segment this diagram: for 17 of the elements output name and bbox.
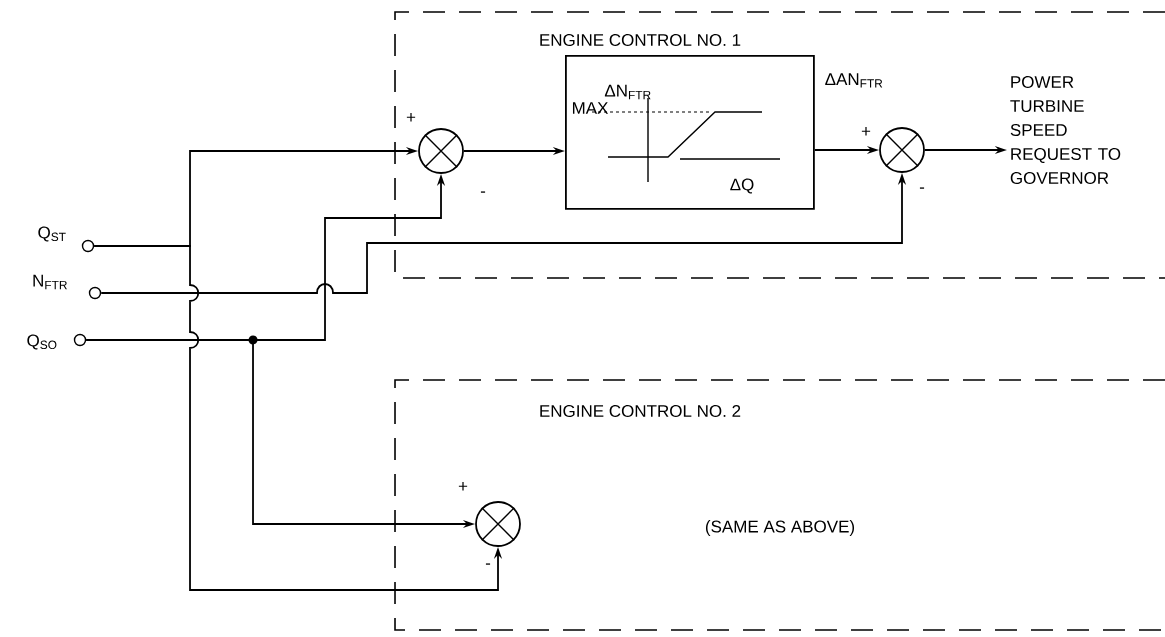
sign-label: + xyxy=(406,113,416,122)
sign-label: + xyxy=(861,127,871,136)
box-title: ENGINE CONTROL NO. 1 xyxy=(540,34,741,46)
sign-label: - xyxy=(480,191,486,193)
limiter-block: ΔN$_{FTR}$ MAX ΔQ xyxy=(565,55,815,210)
sign-label: + xyxy=(458,482,468,491)
summing-junction xyxy=(418,128,464,174)
summing-junction xyxy=(475,501,521,547)
note-text: (SAME AS ABOVE) xyxy=(705,520,855,536)
signal-label: Q$_{ST}$ xyxy=(38,226,66,242)
signal-label: Q$_{SO}$ xyxy=(27,334,57,350)
edge-label: ΔAN$_{FTR}$ xyxy=(823,72,885,89)
sign-label: - xyxy=(485,563,491,565)
summing-junction xyxy=(879,127,925,173)
output-text: POWER TURBINE SPEED REQUEST TO GOVERNOR xyxy=(1010,76,1121,184)
signal-label: N$_{FTR}$ xyxy=(33,274,67,290)
box-title: ENGINE CONTROL NO. 2 xyxy=(540,405,741,417)
